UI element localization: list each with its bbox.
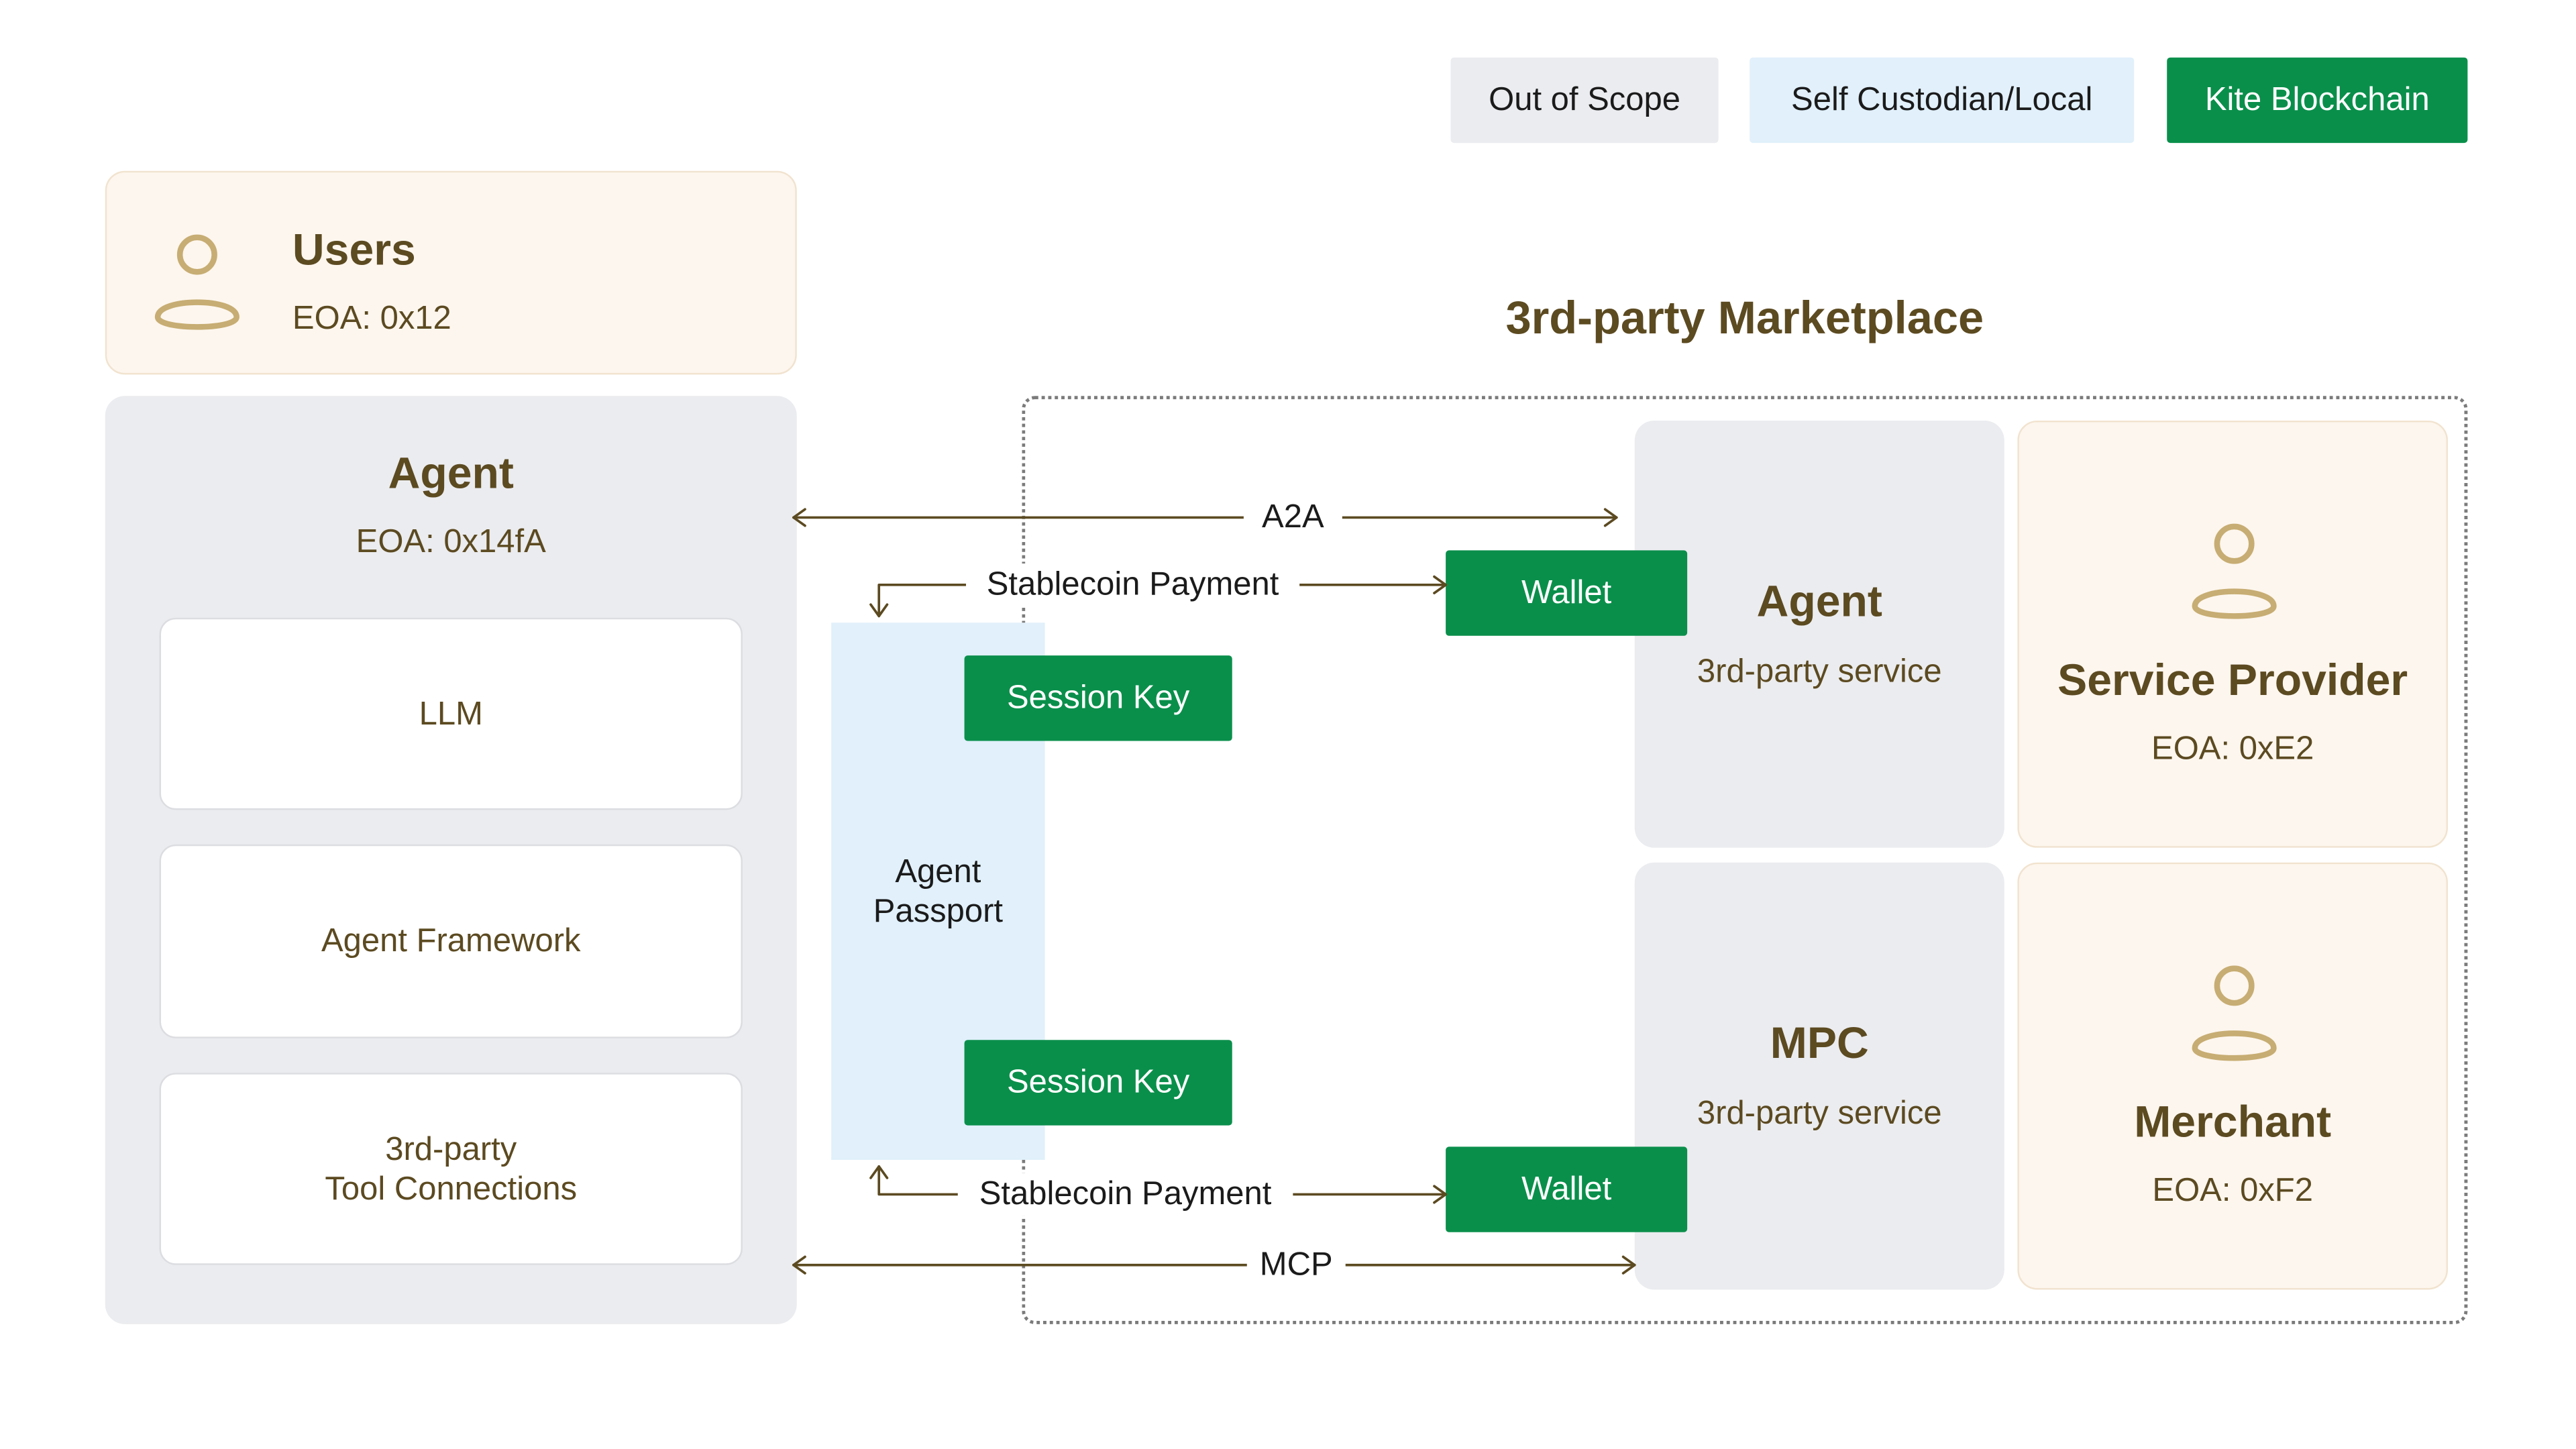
marketplace-agent-card: Agent 3rd-party service	[1634, 420, 2004, 848]
service-provider-title: Service Provider	[2057, 655, 2408, 705]
service-provider-card: Service Provider EOA: 0xE2	[2017, 420, 2449, 848]
person-icon	[154, 234, 239, 330]
mpc-subtitle: 3rd-party service	[1697, 1095, 1942, 1132]
tool-connections-component: 3rd-party Tool Connections	[159, 1073, 743, 1265]
users-eoa: EOA: 0x12	[292, 301, 451, 337]
mpc-card: MPC 3rd-party service	[1634, 862, 2004, 1290]
stablecoin-top-arrow-down	[869, 603, 889, 618]
service-provider-eoa: EOA: 0xE2	[2151, 731, 2314, 767]
llm-component: LLM	[159, 617, 743, 810]
agent-eoa: EOA: 0x14fA	[356, 524, 546, 561]
legend-out-of-scope: Out of Scope	[1450, 57, 1719, 144]
session-key-bottom: Session Key	[964, 1040, 1232, 1126]
mcp-arrow-left	[792, 1255, 806, 1275]
mcp-arrow-right	[1621, 1255, 1636, 1275]
tool-connections-label: 3rd-party Tool Connections	[325, 1131, 578, 1207]
stablecoin-bottom-arrow-up	[869, 1165, 889, 1179]
legend-self-custodian: Self Custodian/Local	[1750, 57, 2135, 144]
agent-framework-label: Agent Framework	[321, 923, 581, 960]
agent-title: Agent	[388, 448, 514, 498]
llm-label: LLM	[419, 696, 483, 733]
merchant-eoa: EOA: 0xF2	[2152, 1173, 2313, 1210]
agent-framework-component: Agent Framework	[159, 844, 743, 1038]
wallet-top: Wallet	[1446, 550, 1688, 636]
users-title: Users	[292, 225, 416, 274]
mpc-title: MPC	[1770, 1018, 1869, 1068]
stablecoin-top-label: Stablecoin Payment	[966, 564, 1300, 606]
stablecoin-bottom-label: Stablecoin Payment	[957, 1173, 1293, 1216]
mcp-label: MCP	[1246, 1243, 1346, 1287]
person-icon	[2192, 965, 2277, 1061]
a2a-arrow-right	[1603, 508, 1618, 527]
session-key-top: Session Key	[964, 655, 1232, 741]
agent-passport-label: Agent Passport	[873, 853, 1004, 929]
person-icon	[2192, 523, 2277, 619]
marketplace-agent-subtitle: 3rd-party service	[1697, 653, 1942, 690]
stablecoin-top-arrow-right	[1433, 575, 1447, 594]
a2a-label: A2A	[1243, 496, 1342, 539]
stablecoin-bottom-arrow-right	[1433, 1185, 1447, 1204]
marketplace-title: 3rd-party Marketplace	[1505, 292, 1984, 343]
users-card: Users EOA: 0x12	[105, 170, 797, 375]
a2a-arrow-left	[792, 508, 806, 527]
marketplace-agent-title: Agent	[1756, 576, 1882, 627]
legend-kite-blockchain: Kite Blockchain	[2167, 57, 2468, 144]
merchant-card: Merchant EOA: 0xF2	[2017, 862, 2449, 1290]
merchant-title: Merchant	[2134, 1097, 2332, 1147]
wallet-bottom: Wallet	[1446, 1146, 1688, 1232]
